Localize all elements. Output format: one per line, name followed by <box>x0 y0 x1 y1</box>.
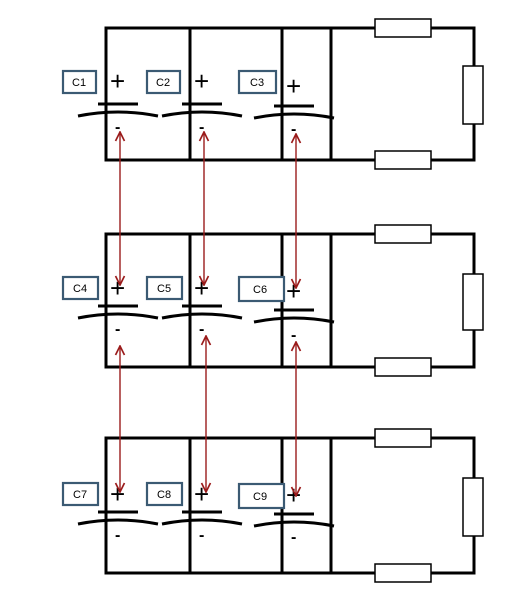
capacitor-c7: + - C7 <box>61 479 159 544</box>
capacitor-label: C7 <box>73 489 87 501</box>
capacitor-c3: + - C3 <box>237 69 335 138</box>
minus-sign: - <box>115 321 120 338</box>
capacitor-links <box>120 132 296 496</box>
resistor-top <box>374 18 432 38</box>
capacitor-label-box <box>145 481 184 507</box>
circuit-panel-2: + - C4 + - C5 + - C6 <box>61 224 484 377</box>
minus-sign: - <box>291 121 296 138</box>
resistor-side <box>462 273 484 331</box>
capacitor-label: C2 <box>156 77 170 89</box>
plus-sign: + <box>286 480 301 510</box>
capacitor-label: C9 <box>253 491 267 503</box>
capacitor-c6: + - C6 <box>237 275 335 344</box>
capacitor-c5: + - C5 <box>145 273 243 338</box>
minus-sign: - <box>199 527 204 544</box>
capacitor-c8: + - C8 <box>145 479 243 544</box>
resistor-bottom <box>374 357 432 377</box>
resistor-bottom <box>374 563 432 583</box>
minus-sign: - <box>115 527 120 544</box>
minus-sign: - <box>199 119 204 136</box>
circuit-panel-3: + - C7 + - C8 + - C9 <box>61 428 484 583</box>
capacitor-label: C1 <box>72 77 86 89</box>
capacitor-label-box <box>145 275 184 301</box>
resistor-side <box>462 477 484 537</box>
minus-sign: - <box>199 321 204 338</box>
minus-sign: - <box>115 119 120 136</box>
capacitor-label: C5 <box>157 283 171 295</box>
capacitor-label: C4 <box>73 283 87 295</box>
minus-sign: - <box>291 327 296 344</box>
resistor-bottom <box>374 150 432 170</box>
wiring-panel-1 <box>104 26 476 162</box>
plus-sign: + <box>286 276 301 306</box>
capacitor-label-box <box>237 275 286 303</box>
plus-sign: + <box>194 66 209 96</box>
capacitor-label: C8 <box>157 489 171 501</box>
capacitor-label: C6 <box>253 284 267 296</box>
capacitor-label-box <box>237 69 278 95</box>
plus-sign: + <box>110 66 125 96</box>
circuit-panel-1: + - C1 + - C2 + - C3 <box>61 18 484 170</box>
plus-sign: + <box>194 273 209 303</box>
capacitor-label-box <box>61 481 100 507</box>
capacitor-c2: + - C2 <box>145 66 243 136</box>
plus-sign: + <box>110 479 125 509</box>
capacitor-c1: + - C1 <box>61 66 159 136</box>
resistor-top <box>374 224 432 244</box>
capacitor-label-box <box>61 275 100 301</box>
capacitor-label-box <box>145 69 182 95</box>
capacitor-label-box <box>237 482 286 510</box>
resistor-top <box>374 428 432 448</box>
capacitor-label: C3 <box>250 77 264 89</box>
resistor-side <box>462 65 484 125</box>
minus-sign: - <box>291 529 296 546</box>
plus-sign: + <box>194 479 209 509</box>
capacitor-c9: + - C9 <box>237 480 335 546</box>
capacitor-label-box <box>61 69 98 95</box>
capacitor-c4: + - C4 <box>61 273 159 338</box>
plus-sign: + <box>110 273 125 303</box>
plus-sign: + <box>286 71 301 101</box>
